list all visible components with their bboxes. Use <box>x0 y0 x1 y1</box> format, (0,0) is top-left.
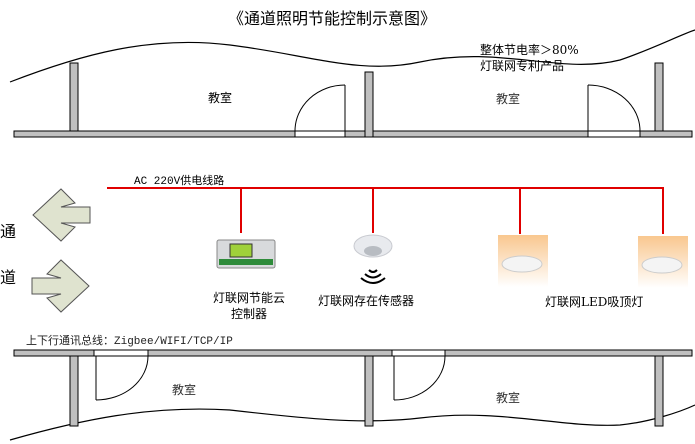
bottom-boundary-curve <box>9 404 695 441</box>
power-line-label: AC 220V供电线路 <box>134 176 225 188</box>
top-wall <box>13 62 693 138</box>
saving-rate: 整体节电率＞80% <box>480 43 579 57</box>
bus-line-label: 上下行通讯总线：Zigbee/WIFI/TCP/IP <box>26 336 233 348</box>
room-label: 教室 <box>496 391 521 405</box>
patent-note: 灯联网专利产品 <box>480 59 565 73</box>
room-label: 教室 <box>172 383 197 397</box>
diagram-title: 《通道照明节能控制示意图》 <box>228 9 437 28</box>
top-doors <box>294 84 641 138</box>
corridor-label: 通 <box>0 222 17 241</box>
led-light-icon <box>638 236 688 288</box>
room-label: 教室 <box>496 92 521 106</box>
presence-sensor-icon <box>353 234 393 284</box>
controller-label: 灯联网节能云 控制器 <box>204 290 294 322</box>
led-label: 灯联网LED吸顶灯 <box>545 295 644 309</box>
saving-rate-note: 整体节电率＞80% 灯联网专利产品 <box>480 42 579 74</box>
power-line <box>107 187 664 234</box>
sensor-label: 灯联网存在传感器 <box>318 294 415 308</box>
top-boundary-curve <box>9 29 695 83</box>
controller-label-line: 灯联网节能云 <box>212 291 285 305</box>
room-label: 教室 <box>208 91 233 105</box>
bottom-wall <box>13 349 693 427</box>
arrow-right-icon <box>31 259 90 313</box>
corridor-label: 道 <box>0 268 17 287</box>
arrow-left-icon <box>32 188 91 242</box>
led-light-icon <box>498 235 548 287</box>
controller-label-line: 控制器 <box>230 307 267 321</box>
bottom-doors <box>93 349 446 401</box>
controller-device-icon <box>216 239 276 269</box>
